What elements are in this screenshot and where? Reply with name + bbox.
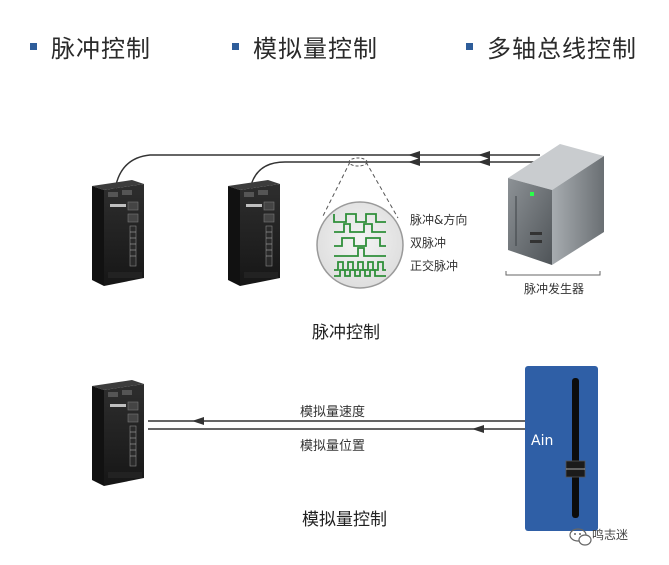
analog-position-label: 模拟量位置 xyxy=(300,439,366,454)
wechat-icon xyxy=(569,528,592,546)
watermark: 鸣志迷 xyxy=(566,526,628,543)
pulse-generator-pc xyxy=(508,144,604,265)
bullet-icon xyxy=(466,42,473,50)
analog-input-panel xyxy=(525,366,598,531)
arrow-left-icon xyxy=(472,425,484,433)
header-label: 多轴总线控制 xyxy=(487,34,637,63)
signal-magnifier xyxy=(316,157,404,289)
header-label: 模拟量控制 xyxy=(253,34,378,63)
header-item-bus: 多轴总线控制 xyxy=(466,28,637,64)
analog-speed-label: 模拟量速度 xyxy=(300,405,366,420)
header-item-analog: 模拟量控制 xyxy=(232,28,378,64)
servo-driver-2 xyxy=(227,179,281,287)
servo-driver-3 xyxy=(91,379,145,487)
arrow-left-icon xyxy=(478,151,490,159)
analog-signal-lines xyxy=(148,417,525,433)
ain-label: Ain xyxy=(531,433,554,449)
signal-type-pulse-direction: 脉冲&方向 xyxy=(410,213,468,227)
arrow-left-icon xyxy=(478,158,490,166)
signal-type-double-pulse: 双脉冲 xyxy=(410,236,447,250)
pulse-signal-lines xyxy=(114,151,540,191)
watermark-text: 鸣志迷 xyxy=(592,528,629,542)
bullet-icon xyxy=(30,42,37,50)
arrow-left-icon xyxy=(192,417,204,425)
arrow-left-icon xyxy=(408,151,420,159)
header-label: 脉冲控制 xyxy=(51,34,151,63)
pulse-section-caption: 脉冲控制 xyxy=(312,323,380,343)
arrow-left-icon xyxy=(408,158,420,166)
bullet-icon xyxy=(232,42,239,50)
servo-driver-1 xyxy=(91,179,145,287)
analog-section-caption: 模拟量控制 xyxy=(302,510,387,530)
generator-label: 脉冲发生器 xyxy=(524,282,585,296)
slider-knob-icon xyxy=(565,460,586,478)
header-item-pulse: 脉冲控制 xyxy=(30,28,151,64)
signal-type-quadrature: 正交脉冲 xyxy=(410,259,459,273)
